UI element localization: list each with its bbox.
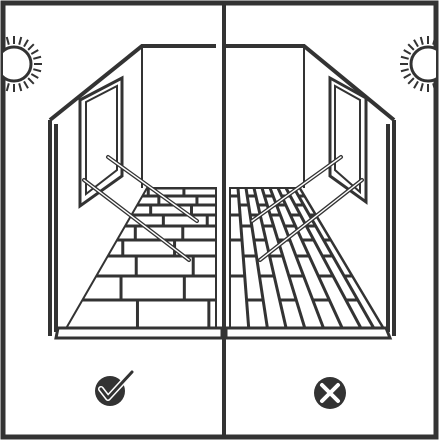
floor-edge-left [56, 328, 222, 338]
window-left [80, 78, 122, 206]
panel-left [0, 36, 222, 406]
check-circle-icon [95, 372, 132, 406]
panel-right [226, 36, 439, 409]
sun-icon [400, 36, 439, 92]
sun-icon [0, 36, 42, 92]
floor-right [230, 188, 386, 332]
floor-edge-right [226, 328, 390, 338]
floor-left [40, 188, 222, 332]
x-circle-icon [314, 377, 346, 409]
outer-frame [3, 3, 436, 437]
